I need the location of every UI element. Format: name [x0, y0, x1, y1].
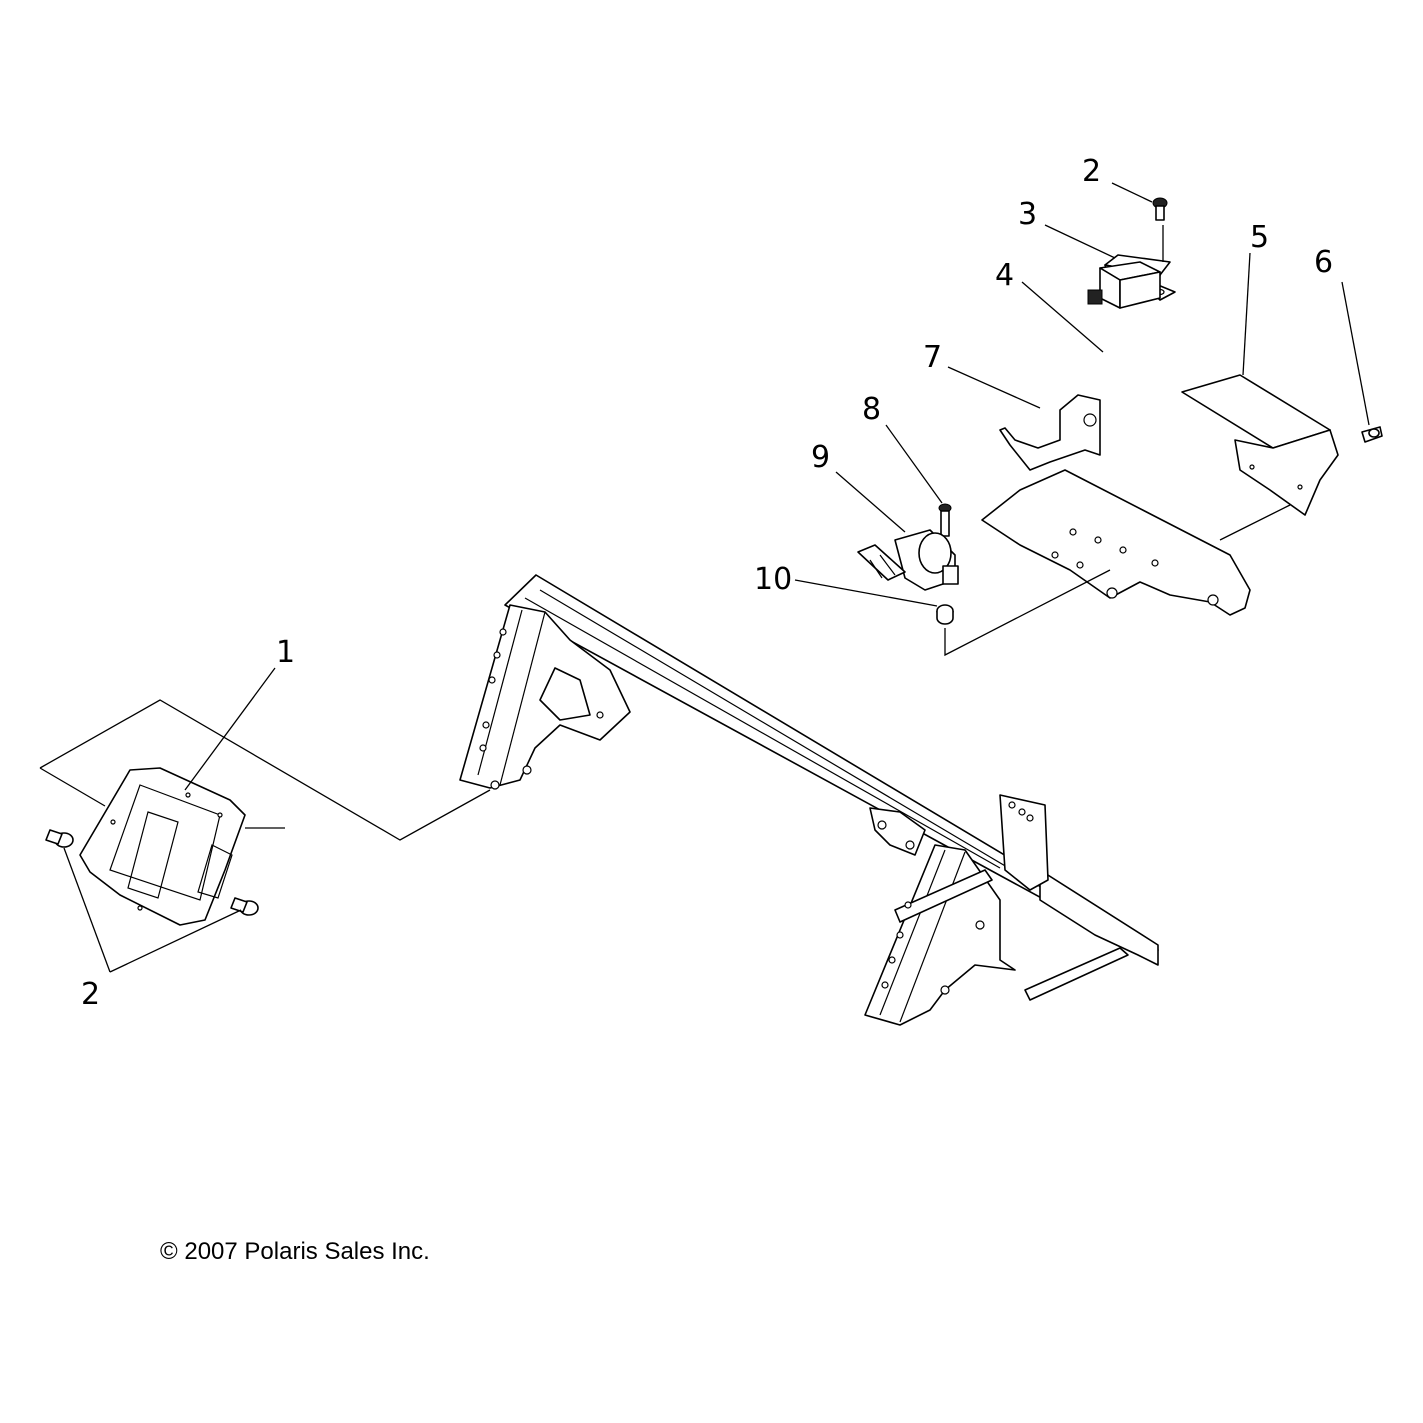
part-5-shield: [1181, 374, 1339, 516]
part-2-screw-top: [1152, 197, 1168, 221]
callout-5: 5: [1250, 220, 1269, 255]
part-9-sensor: [857, 529, 959, 591]
copyright-notice: © 2007 Polaris Sales Inc.: [160, 1238, 430, 1265]
assembly-lines: [39, 225, 1291, 841]
callout-9: 9: [811, 440, 830, 475]
callout-7: 7: [923, 340, 942, 375]
callout-labels: 1 2 2 3 4 5 6 7 8 9 10: [81, 154, 1333, 1012]
callout-leaders: [63, 182, 1370, 973]
callout-3: 3: [1018, 197, 1037, 232]
callout-8: 8: [862, 392, 881, 427]
rear-frame-bracket: [864, 794, 1129, 1026]
part-2-screws-lower: [45, 829, 259, 916]
callout-6: 6: [1314, 245, 1333, 280]
callout-2-upper: 2: [1082, 154, 1101, 189]
callout-1: 1: [276, 635, 295, 670]
part-4-module: [1087, 261, 1161, 309]
part-7-mounting-bracket: [981, 394, 1251, 616]
part-6-screw: [1361, 426, 1383, 443]
front-frame-bracket: [459, 604, 631, 790]
part-10-spacer: [936, 604, 954, 625]
part-1-cover: [79, 767, 246, 926]
callout-4: 4: [995, 258, 1014, 293]
callout-10: 10: [754, 562, 792, 597]
frame-rail: [504, 574, 1159, 966]
callout-2-lower: 2: [81, 977, 100, 1012]
part-8-bolt: [938, 503, 952, 537]
